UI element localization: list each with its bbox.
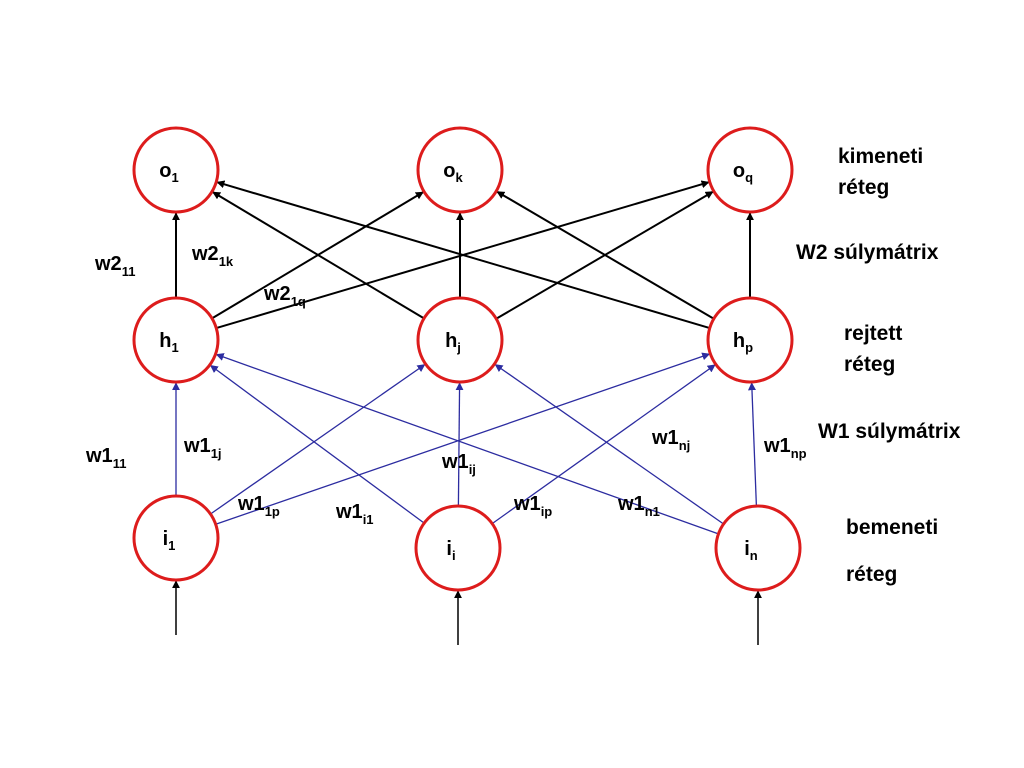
node-label: in [744, 538, 758, 563]
node-circle [132, 126, 220, 214]
edge-ii-h1 [209, 364, 425, 524]
node-in: in [714, 504, 802, 592]
node-label: o1 [159, 160, 178, 185]
weight-label-w1_ij: w1ij [441, 451, 476, 477]
weight-label-w2_11: w211 [94, 253, 135, 279]
node-i1: i1 [132, 494, 220, 582]
external-input-arrows [172, 580, 762, 645]
node-label: h1 [159, 330, 178, 355]
edge-hp-o1 [216, 180, 710, 330]
w2-matrix-label: W2 súlymátrix [796, 241, 939, 264]
node-hj: hj [416, 296, 504, 384]
node-circle [132, 494, 220, 582]
node-label: hj [445, 330, 461, 355]
node-circle [714, 504, 802, 592]
edge-in-h1 [215, 353, 719, 535]
output-layer-label-line2: réteg [838, 176, 889, 199]
weight-label-w1_n1: w1n1 [617, 493, 660, 519]
node-circle [416, 126, 504, 214]
edge-in-hj [494, 364, 724, 525]
weight-label-w1_11: w111 [85, 445, 126, 471]
node-ok: ok [416, 126, 504, 214]
node-h1: h1 [132, 296, 220, 384]
node-oq: oq [706, 126, 794, 214]
edge-in-hp [747, 382, 758, 507]
w1-matrix-label: W1 súlymátrix [818, 420, 961, 443]
node-circle [416, 296, 504, 384]
weight-label-w2_1k: w21k [191, 243, 234, 269]
node-circle [132, 296, 220, 384]
weight-label-w1_np: w1np [763, 435, 807, 461]
edge-i1-hj [210, 364, 426, 515]
layer-labels: kimeneti réteg W2 súlymátrix rejtett rét… [796, 145, 961, 586]
hidden-layer-label-line2: réteg [844, 353, 895, 376]
weight-labels: w211 w21k w21q w111 w11j w11p w1i1 w1ij w1ip w1n1… [85, 243, 807, 527]
weight-label-w1_nj: w1nj [651, 427, 690, 453]
edge-i1-hp [215, 352, 711, 525]
weight-label-w2_1q: w21q [263, 283, 306, 309]
node-circle [706, 296, 794, 384]
w1-connections [172, 352, 758, 535]
input-layer-label-line1: bemeneti [846, 516, 938, 539]
neurons: o1 ok oq h1 hj hp i1 ii in [132, 126, 802, 592]
weight-label-w1_ip: w1ip [513, 493, 552, 519]
node-ii: ii [414, 504, 502, 592]
node-circle [414, 504, 502, 592]
weight-label-w1_1p: w11p [237, 493, 280, 519]
weight-label-w1_1j: w11j [183, 435, 222, 461]
edge-hj-o1 [212, 191, 425, 320]
node-label: ok [443, 160, 463, 185]
node-label: ii [446, 538, 455, 563]
edge-ii-hj [455, 382, 464, 507]
weight-label-w1_i1: w1i1 [335, 501, 374, 527]
output-layer-label-line1: kimeneti [838, 145, 923, 168]
edge-ii-hp [491, 364, 716, 525]
node-label: hp [733, 330, 753, 355]
w2-connections [172, 180, 754, 330]
node-circle [706, 126, 794, 214]
node-o1: o1 [132, 126, 220, 214]
hidden-layer-label-line1: rejtett [844, 322, 902, 345]
node-label: i1 [163, 528, 176, 553]
input-layer-label-line2: réteg [846, 563, 897, 586]
node-hp: hp [706, 296, 794, 384]
edge-hp-ok [496, 190, 715, 320]
node-label: oq [733, 160, 753, 185]
